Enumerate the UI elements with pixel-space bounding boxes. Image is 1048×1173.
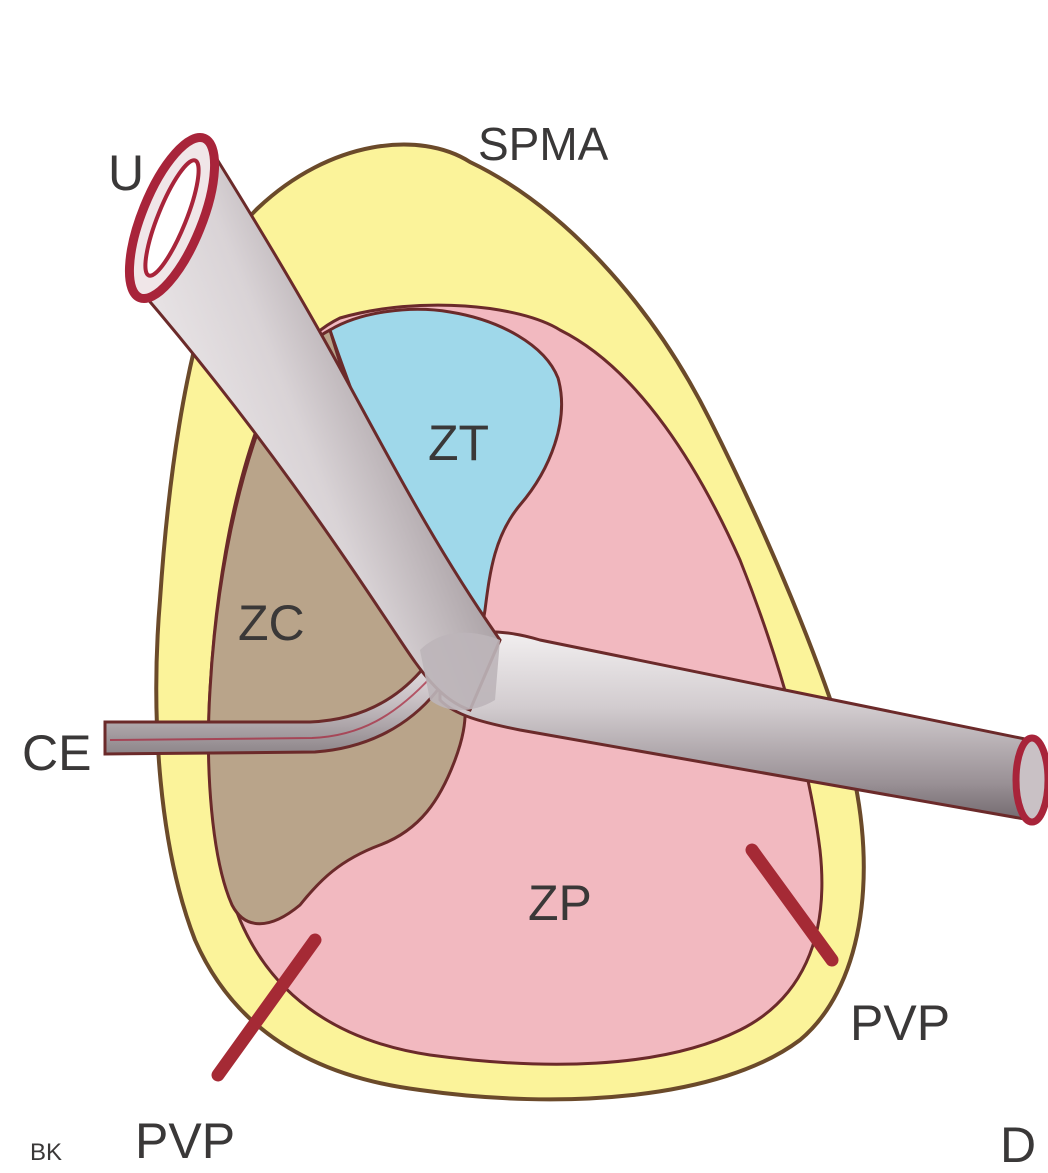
label-pvp-left: PVP — [135, 1113, 235, 1169]
label-u: U — [108, 145, 144, 201]
label-pvp-right: PVP — [850, 995, 950, 1051]
label-zc: ZC — [238, 595, 305, 651]
urethra-distal-opening — [1016, 738, 1048, 822]
label-zt: ZT — [428, 415, 489, 471]
urethra-bend — [420, 633, 500, 711]
label-spma: SPMA — [478, 118, 609, 170]
label-zp: ZP — [528, 875, 592, 931]
label-ce: CE — [22, 725, 91, 781]
label-d: D — [1000, 1117, 1036, 1173]
corner-mark: BK — [30, 1139, 62, 1166]
